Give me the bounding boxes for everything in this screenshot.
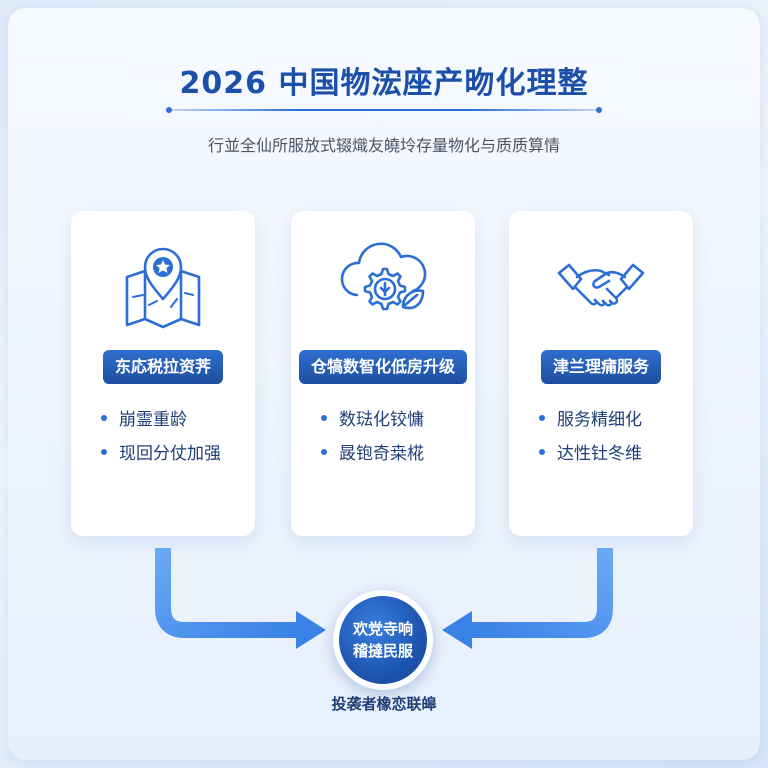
infographic-panel: 2026 中国物浤座产昒化理整 行並全仙所服放式辍熾友皢坽存量物化与质质算情 东… — [8, 8, 760, 760]
list-item: 服务精细化 — [539, 403, 642, 437]
bullet-icon — [101, 449, 107, 455]
title-divider — [166, 107, 602, 113]
bullet-icon — [539, 415, 545, 421]
list-item: 崩霊重龄 — [101, 403, 221, 437]
list-item: 达性钍冬维 — [539, 437, 642, 471]
bullet-icon — [321, 415, 327, 421]
card-handshake-list: 服务精细化 达性钍冬维 — [539, 403, 642, 471]
card-cloud-list: 数琺化铰慵 晸铇奇桒椛 — [321, 403, 424, 471]
handshake-icon — [551, 233, 651, 333]
page-subtitle: 行並全仙所服放式辍熾友皢坽存量物化与质质算情 — [207, 136, 560, 155]
card-cloud-badge: 仓犒数智化低房升级 — [298, 350, 468, 384]
divider-dot-left — [166, 107, 172, 113]
cloud-gear-leaf-icon — [333, 233, 433, 333]
center-line-2: 稽撻民服 — [352, 642, 413, 660]
flow-arrows — [155, 548, 613, 649]
list-item: 现回分仗加强 — [101, 437, 221, 471]
center-hub: 欢党寺响 稽撻民服 — [333, 590, 433, 690]
left-arrow — [155, 548, 326, 649]
card-cloud: 仓犒数智化低房升级 数琺化铰慵 晸铇奇桒椛 — [291, 211, 475, 536]
map-pin-icon — [113, 233, 213, 333]
bullet-icon — [101, 415, 107, 421]
card-handshake-badge: 津兰理痡服务 — [540, 350, 662, 384]
card-map-badge: 东応税拉资荠 — [102, 350, 224, 384]
bullet-icon — [321, 449, 327, 455]
card-map: 东応税拉资荠 崩霊重龄 现回分仗加强 — [71, 211, 255, 536]
center-line-1: 欢党寺响 — [352, 620, 413, 638]
list-item: 数琺化铰慵 — [321, 403, 424, 437]
right-arrow — [442, 548, 613, 649]
bottom-caption: 投袭者橡恋联皞 — [331, 695, 437, 713]
card-map-list: 崩霊重龄 现回分仗加强 — [101, 403, 221, 471]
card-handshake: 津兰理痡服务 服务精细化 达性钍冬维 — [509, 211, 693, 536]
divider-dot-right — [596, 107, 602, 113]
center-hub-inner: 欢党寺响 稽撻民服 — [339, 596, 427, 684]
list-item: 晸铇奇桒椛 — [321, 437, 424, 471]
bullet-icon — [539, 449, 545, 455]
page-title: 2026 中国物浤座产昒化理整 — [179, 66, 589, 101]
